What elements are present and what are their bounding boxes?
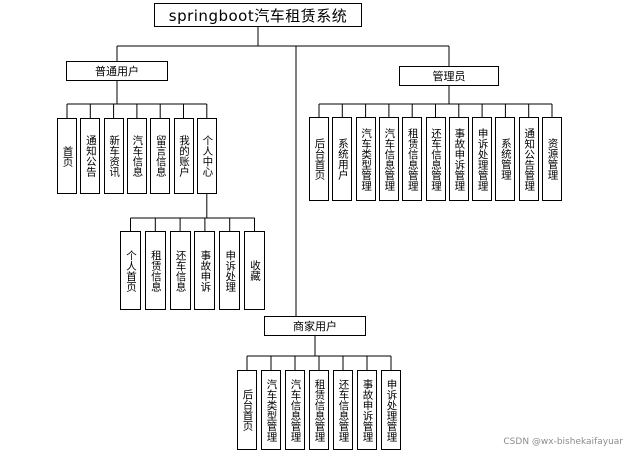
admin-label: 管理员 xyxy=(432,70,466,83)
admin-menu-node: 资源管理 xyxy=(542,117,562,201)
system-title: springboot汽车租赁系统 xyxy=(168,6,348,25)
user-menu-node: 个人中心 xyxy=(196,118,217,194)
personal-menu-node: 收藏 xyxy=(244,231,265,310)
merchant-menu-node: 汽车类型管理 xyxy=(261,370,281,450)
admin-menu-node: 通知公告管理 xyxy=(518,117,539,201)
merchant-box: 商家用户 xyxy=(264,316,366,336)
admin-menu-node: 汽车信息管理 xyxy=(378,117,399,201)
admin-menu-node: 汽车类型管理 xyxy=(355,117,376,201)
admin-menu-node: 后台首页 xyxy=(309,117,329,201)
personal-menu-node: 个人首页 xyxy=(120,231,141,310)
admin-menu-node: 事故申诉管理 xyxy=(448,117,469,201)
merchant-menu-node: 事故申诉管理 xyxy=(357,370,377,450)
admin-menu-node: 系统管理 xyxy=(495,117,516,201)
user-menu-node: 通知公告 xyxy=(80,118,101,194)
admin-menu-node: 还车信息管理 xyxy=(425,117,446,201)
user-menu-node: 留言信息 xyxy=(150,118,171,194)
watermark: CSDN @wx-bishekaifayuar xyxy=(503,437,623,447)
personal-menu-node: 租赁信息 xyxy=(144,231,166,310)
personal-menu-node: 还车信息 xyxy=(169,231,191,310)
admin-menu-node: 申诉处理管理 xyxy=(472,117,493,201)
merchant-menu-node: 申诉处理管理 xyxy=(381,370,401,450)
admin-menu-node: 系统用户 xyxy=(332,117,353,201)
user-menu-node: 我的账户 xyxy=(173,118,194,194)
merchant-menu-node: 租赁信息管理 xyxy=(309,370,329,450)
regular-user-label: 普通用户 xyxy=(95,65,139,78)
personal-menu-node: 事故申诉 xyxy=(194,231,216,310)
system-title-box: springboot汽车租赁系统 xyxy=(154,3,362,27)
user-menu-node: 首页 xyxy=(57,118,77,194)
admin-menu-node: 租赁信息管理 xyxy=(402,117,423,201)
user-menu-node: 新车资讯 xyxy=(103,118,124,194)
merchant-menu-node: 还车信息管理 xyxy=(333,370,353,450)
merchant-menu-node: 汽车信息管理 xyxy=(285,370,305,450)
regular-user-box: 普通用户 xyxy=(66,61,168,81)
merchant-label: 商家用户 xyxy=(293,320,337,333)
admin-box: 管理员 xyxy=(399,66,499,86)
user-menu-node: 汽车信息 xyxy=(126,118,147,194)
merchant-menu-node: 后台首页 xyxy=(237,370,257,450)
personal-menu-node: 申诉处理 xyxy=(219,231,241,310)
